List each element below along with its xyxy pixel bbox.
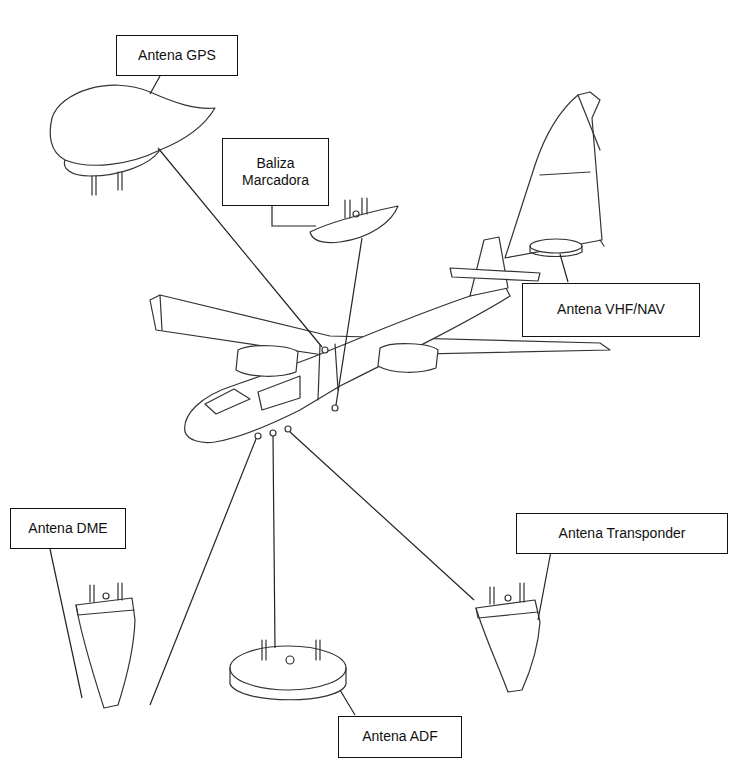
- gps-antenna: [50, 85, 215, 195]
- callout-box: Antena VHF/NAV: [522, 283, 700, 337]
- callout-label: Baliza Marcadora: [232, 155, 320, 190]
- adf-antenna: [230, 640, 346, 700]
- callout-box: Baliza Marcadora: [222, 138, 329, 206]
- callout-label: Antena GPS: [138, 47, 216, 65]
- callout-label: Antena VHF/NAV: [557, 301, 665, 319]
- callout-box: Antena Transponder: [516, 513, 728, 554]
- callout-text-group: Antena GPS: [138, 47, 216, 65]
- aircraft: [150, 237, 610, 443]
- callout-text-group: Antena Transponder: [559, 525, 686, 543]
- callout-text-group: Antena ADF: [362, 728, 438, 746]
- callout-text-group: Antena VHF/NAV: [557, 301, 665, 319]
- transponder-antenna: [476, 583, 540, 692]
- callout-box: Antena ADF: [338, 716, 462, 758]
- leader-lines: [50, 76, 568, 715]
- callout-label: Antena DME: [28, 520, 107, 538]
- callout-text-group: Antena DME: [28, 520, 107, 538]
- vhf-nav-antenna: [505, 92, 604, 258]
- dme-antenna: [76, 583, 135, 708]
- callout-label: Antena Transponder: [559, 525, 686, 543]
- callout-box: Antena GPS: [116, 35, 238, 76]
- callout-box: Antena DME: [10, 508, 126, 549]
- callout-label: Antena ADF: [362, 728, 438, 746]
- callout-text-group: Baliza Marcadora: [232, 155, 320, 190]
